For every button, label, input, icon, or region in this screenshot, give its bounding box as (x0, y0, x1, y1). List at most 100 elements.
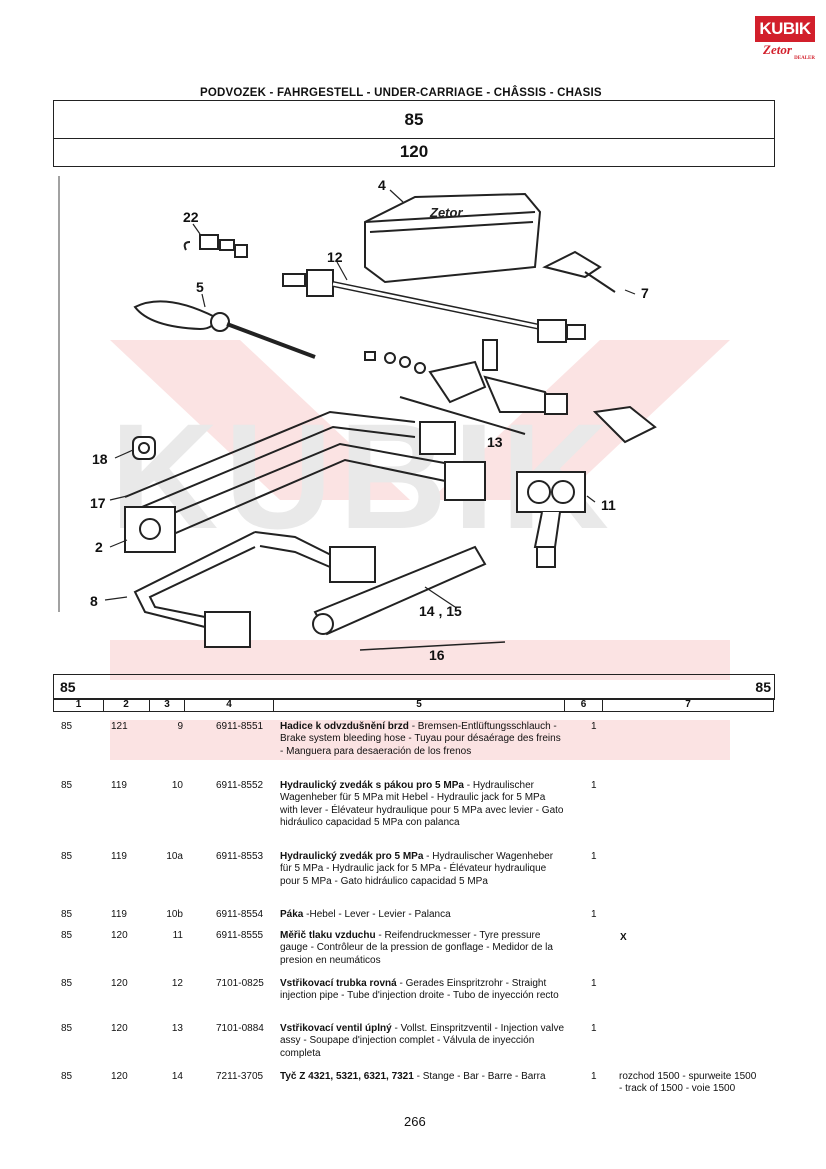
cell-pos: 10 (171, 780, 183, 791)
logo-tag: DEALER (794, 56, 815, 61)
model-box-top: 85 (53, 100, 775, 139)
cell-fig: 120 (111, 1023, 128, 1034)
socket-wrench-part (124, 410, 486, 553)
label-14-15: 14 , 15 (419, 603, 462, 619)
desc-czech: Vstřikovací ventil úplný (280, 1023, 392, 1034)
cell-ref: 85 (61, 851, 73, 862)
cell-part-no: 7101-0884 (216, 1023, 264, 1034)
cell-qty: 1 (591, 851, 597, 862)
label-7: 7 (641, 285, 649, 301)
cell-ref: 85 (61, 1023, 73, 1034)
cell-pos: 12 (171, 978, 183, 989)
logo-brand: KUBIK (755, 16, 815, 42)
cell-qty: 1 (591, 1071, 597, 1082)
diagram-labels: 4 22 12 7 5 13 18 11 17 2 8 14 , 15 16 (90, 177, 649, 662)
group-label-left: 85 (60, 679, 76, 695)
desc-translations: - Gerades Einspritzrohr - Straight injec… (280, 978, 559, 1002)
cell-qty: 1 (591, 780, 597, 791)
col-header-3: 3 (150, 698, 185, 712)
jack-lever-part (133, 531, 376, 648)
cell-note: rozchod 1500 - spurweite 1500 - track of… (619, 1071, 757, 1095)
desc-translations: -Hebel - Lever - Levier - Palanca (303, 909, 451, 920)
cell-fig: 120 (111, 978, 128, 989)
cell-part-no: 6911-8553 (216, 851, 264, 862)
nut-part (132, 436, 156, 460)
cell-ref: 85 (61, 978, 73, 989)
desc-translations: - Bremsen-Entlüftungsschlauch - Brake sy… (280, 721, 561, 757)
cell-description: Hydraulický zvedák pro 5 MPa - Hydraulis… (280, 851, 565, 888)
cell-qty: 1 (591, 1023, 597, 1034)
cell-fig: 121 (111, 721, 128, 732)
cell-ref: 85 (61, 909, 73, 920)
cell-pos: 11 (172, 930, 183, 941)
spanner-part (133, 300, 316, 359)
desc-translations: - Stange - Bar - Barre - Barra (413, 1071, 546, 1082)
col-header-6: 6 (565, 698, 603, 712)
cell-fig: 119 (111, 909, 127, 920)
cell-qty: 1 (591, 978, 597, 989)
cell-fig: 120 (111, 1071, 128, 1082)
cell-description: Měřič tlaku vzduchu - Reifendruckmesser … (280, 930, 565, 967)
cell-description: Vstřikovací trubka rovná - Gerades Einsp… (280, 978, 565, 1003)
table-group-header: 85 85 (53, 674, 775, 700)
cell-ref: 85 (61, 1071, 73, 1082)
label-12: 12 (327, 249, 343, 265)
logo-sub: Zetor DEALER (763, 42, 815, 61)
cell-ref: 85 (61, 930, 73, 941)
cell-description: Vstřikovací ventil úplný - Vollst. Einsp… (280, 1023, 565, 1060)
cell-description: Tyč Z 4321, 5321, 6321, 7321 - Stange - … (280, 1071, 565, 1083)
label-16: 16 (429, 647, 445, 662)
desc-translations: - Vollst. Einspritzventil - Injection va… (280, 1023, 565, 1059)
injection-valve-part (364, 339, 657, 444)
cell-part-no: 7211-3705 (216, 1071, 264, 1082)
cell-qty: 1 (591, 721, 597, 732)
cell-description: Hydraulický zvedák s pákou pro 5 MPa - H… (280, 780, 565, 829)
model-box-bottom: 120 (53, 137, 775, 167)
cell-description: Hadice k odvzdušnění brzd - Bremsen-Entl… (280, 721, 565, 758)
desc-translations: - Hydraulischer Wagenheber für 5 MPa - H… (280, 851, 554, 887)
key-part (542, 250, 616, 293)
label-13: 13 (487, 434, 503, 450)
desc-czech: Páka (280, 909, 304, 920)
cell-ref: 85 (61, 721, 73, 732)
cell-part-no: 7101-0825 (216, 978, 264, 989)
desc-czech: Tyč Z 4321, 5321, 6321, 7321 (280, 1071, 414, 1082)
label-18: 18 (92, 451, 108, 467)
cell-pos: 14 (171, 1071, 183, 1082)
page-number: 266 (404, 1114, 426, 1129)
label-8: 8 (90, 593, 98, 609)
col-header-5: 5 (274, 698, 565, 712)
cell-description: Páka -Hebel - Lever - Levier - Palanca (280, 909, 565, 921)
col-header-4: 4 (185, 698, 274, 712)
label-22: 22 (183, 209, 199, 225)
cell-pos: 10a (166, 851, 183, 862)
cell-part-no: 6911-8552 (216, 780, 264, 791)
desc-translations: - Reifendruckmesser - Tyre pressure gaug… (280, 930, 553, 966)
cell-part-no: 6911-8555 (216, 930, 264, 941)
cell-note: X (620, 932, 627, 943)
desc-czech: Měřič tlaku vzduchu (280, 930, 376, 941)
cell-part-no: 6911-8554 (216, 909, 264, 920)
desc-czech: Hydraulický zvedák pro 5 MPa (280, 851, 424, 862)
toolbox-part: Zetor (364, 192, 542, 284)
desc-czech: Hydraulický zvedák s pákou pro 5 MPa (280, 780, 464, 791)
label-5: 5 (196, 279, 204, 295)
injection-pipe-part (282, 269, 586, 343)
cell-part-no: 6911-8551 (216, 721, 264, 732)
desc-translations: - Hydraulischer Wagenheber für 5 MPa mit… (280, 780, 564, 828)
cell-fig: 119 (111, 780, 127, 791)
cell-fig: 119 (111, 851, 127, 862)
cell-ref: 85 (61, 780, 73, 791)
desc-czech: Vstřikovací trubka rovná (280, 978, 397, 989)
label-4: 4 (378, 177, 386, 193)
col-header-1: 1 (53, 698, 104, 712)
pressure-gauge-part (516, 471, 586, 568)
bleed-fitting-part (183, 234, 248, 258)
kubik-zetor-logo: KUBIK Zetor DEALER (755, 16, 815, 62)
col-header-2: 2 (103, 698, 150, 712)
page-title: PODVOZEK - FAHRGESTELL - UNDER-CARRIAGE … (200, 87, 602, 99)
cell-pos: 13 (171, 1023, 183, 1034)
label-11: 11 (601, 497, 616, 513)
label-17: 17 (90, 495, 106, 511)
logo-sub-text: Zetor (763, 42, 792, 57)
